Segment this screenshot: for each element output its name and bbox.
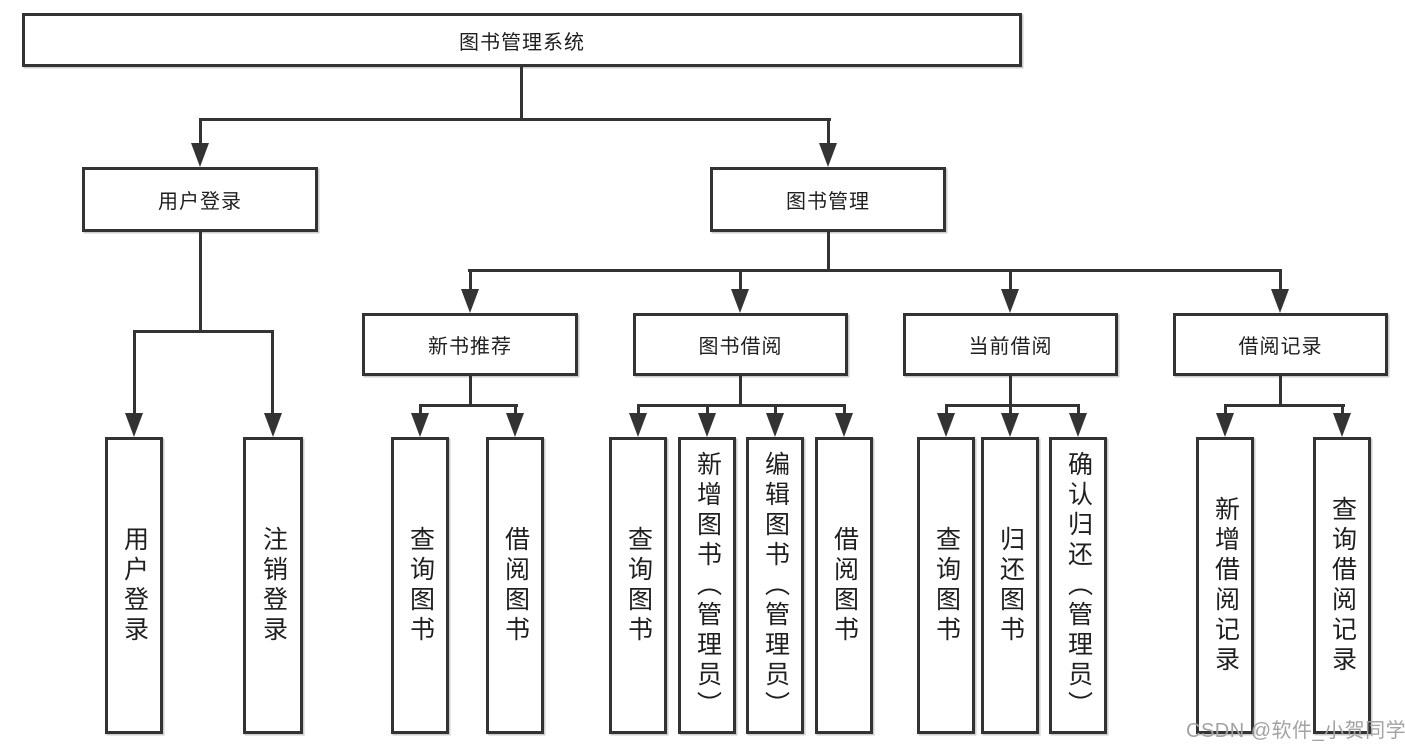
connector-line bbox=[469, 269, 472, 293]
node-label: 查询图书 bbox=[406, 525, 435, 646]
arrow-down-icon bbox=[629, 413, 647, 437]
connector-line bbox=[469, 374, 472, 407]
connector-line bbox=[1279, 374, 1282, 407]
connector-line bbox=[739, 269, 742, 293]
node-leaf-cb-query-books: 查询图书 bbox=[917, 437, 975, 734]
node-leaf-br-query-record: 查询借阅记录 bbox=[1313, 437, 1371, 734]
node-label: 编辑图书（管理员） bbox=[761, 450, 790, 721]
connector-line bbox=[739, 374, 742, 407]
connector-line bbox=[271, 330, 274, 417]
node-label: 查询借阅记录 bbox=[1328, 495, 1357, 676]
arrow-down-icon bbox=[461, 289, 479, 313]
node-borrow-record: 借阅记录 bbox=[1173, 313, 1388, 376]
arrow-down-icon bbox=[264, 413, 282, 437]
connector-line bbox=[706, 404, 709, 416]
connector-line bbox=[1077, 404, 1080, 416]
connector-line bbox=[637, 404, 846, 407]
arrow-down-icon bbox=[506, 413, 524, 437]
node-label: 用户登录 bbox=[120, 525, 149, 646]
arrow-down-icon bbox=[937, 413, 955, 437]
node-book-mgmt: 图书管理 bbox=[710, 167, 946, 232]
arrow-down-icon bbox=[1216, 413, 1234, 437]
connector-line bbox=[1009, 404, 1012, 416]
node-label: 借阅图书 bbox=[501, 525, 530, 646]
arrow-down-icon bbox=[835, 413, 853, 437]
node-book-borrow: 图书借阅 bbox=[633, 313, 848, 376]
node-current-borrow: 当前借阅 bbox=[903, 313, 1118, 376]
node-leaf-bb-query-books: 查询图书 bbox=[609, 437, 667, 734]
connector-line bbox=[199, 232, 202, 333]
arrow-down-icon bbox=[766, 413, 784, 437]
connector-line bbox=[1279, 269, 1282, 293]
connector-line bbox=[419, 404, 422, 416]
arrow-down-icon bbox=[191, 143, 209, 167]
arrow-down-icon bbox=[1001, 289, 1019, 313]
node-label: 借阅图书 bbox=[830, 525, 859, 646]
connector-line bbox=[827, 118, 830, 146]
node-leaf-nbr-borrow-books: 借阅图书 bbox=[486, 437, 544, 734]
arrow-down-icon bbox=[1333, 413, 1351, 437]
node-root: 图书管理系统 bbox=[22, 13, 1022, 67]
node-leaf-user-login: 用户登录 bbox=[105, 437, 163, 734]
node-user-login-group: 用户登录 bbox=[82, 167, 318, 232]
arrow-down-icon bbox=[731, 289, 749, 313]
connector-line bbox=[419, 404, 518, 407]
connector-line bbox=[199, 118, 831, 121]
connector-line bbox=[945, 404, 948, 416]
arrow-down-icon bbox=[1069, 413, 1087, 437]
connector-line bbox=[468, 269, 1282, 272]
connector-line bbox=[827, 232, 830, 272]
connector-line bbox=[945, 404, 1080, 407]
connector-line bbox=[774, 404, 777, 416]
node-label: 查询图书 bbox=[624, 525, 653, 646]
node-label: 归还图书 bbox=[996, 525, 1025, 646]
node-label: 新增借阅记录 bbox=[1211, 495, 1240, 676]
node-new-book-rec: 新书推荐 bbox=[362, 313, 578, 376]
connector-line bbox=[199, 118, 202, 146]
connector-line bbox=[1224, 404, 1345, 407]
connector-line bbox=[843, 404, 846, 416]
node-leaf-cb-return-books: 归还图书 bbox=[981, 437, 1039, 734]
connector-line bbox=[1009, 374, 1012, 407]
arrow-down-icon bbox=[698, 413, 716, 437]
connector-line bbox=[133, 330, 136, 417]
connector-line bbox=[133, 330, 274, 333]
node-leaf-br-add-record: 新增借阅记录 bbox=[1196, 437, 1254, 734]
arrow-down-icon bbox=[1271, 289, 1289, 313]
node-label: 查询图书 bbox=[932, 525, 961, 646]
connector-line bbox=[1341, 404, 1344, 416]
arrow-down-icon bbox=[125, 413, 143, 437]
node-leaf-bb-borrow-books: 借阅图书 bbox=[815, 437, 873, 734]
node-leaf-bb-add-books-admin: 新增图书（管理员） bbox=[678, 437, 736, 734]
connector-line bbox=[520, 66, 523, 120]
node-leaf-nbr-query-books: 查询图书 bbox=[391, 437, 449, 734]
connector-line bbox=[1009, 269, 1012, 293]
node-label: 确认归还（管理员） bbox=[1064, 450, 1093, 721]
node-leaf-cb-confirm-return-admin: 确认归还（管理员） bbox=[1049, 437, 1107, 734]
node-leaf-bb-edit-books-admin: 编辑图书（管理员） bbox=[746, 437, 804, 734]
arrow-down-icon bbox=[1001, 413, 1019, 437]
arrow-down-icon bbox=[411, 413, 429, 437]
connector-line bbox=[514, 404, 517, 416]
arrow-down-icon bbox=[819, 143, 837, 167]
node-label: 新增图书（管理员） bbox=[693, 450, 722, 721]
connector-line bbox=[1224, 404, 1227, 416]
connector-line bbox=[637, 404, 640, 416]
watermark: CSDN @软件_小贺同学 bbox=[1186, 720, 1405, 742]
node-label: 注销登录 bbox=[259, 525, 288, 646]
node-leaf-logout: 注销登录 bbox=[243, 437, 303, 734]
